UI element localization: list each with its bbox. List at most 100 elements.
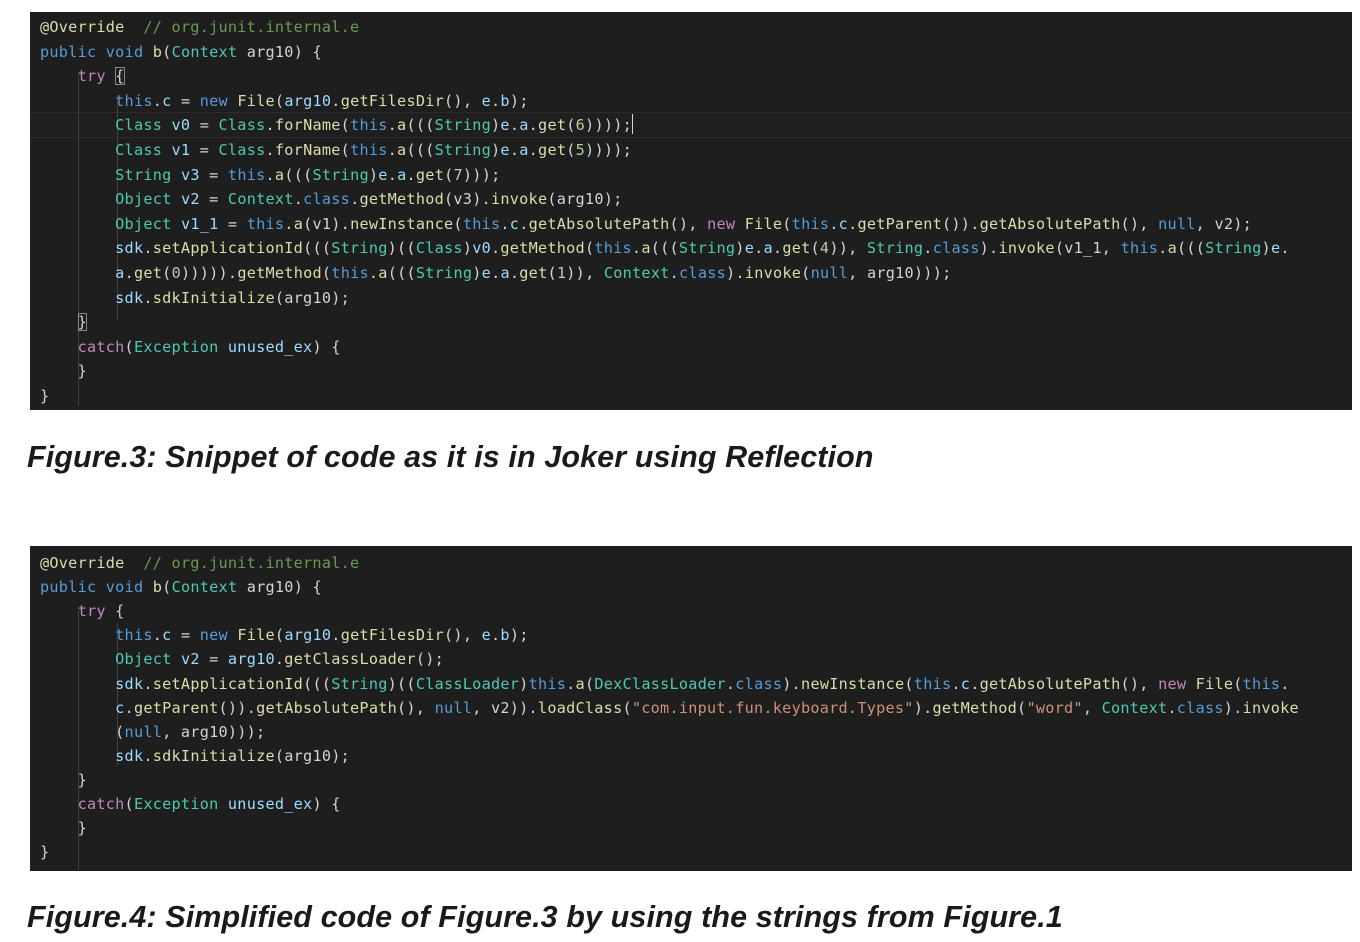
code-token: v2 bbox=[180, 650, 200, 669]
code-token: = bbox=[190, 141, 219, 159]
code-line: public void b(Context arg10) { bbox=[40, 41, 322, 65]
code-token: ) bbox=[491, 141, 501, 159]
code-token bbox=[162, 141, 171, 159]
code-token bbox=[172, 190, 181, 208]
code-token: = bbox=[171, 626, 200, 645]
code-token bbox=[40, 650, 115, 668]
code-token: Context bbox=[1101, 698, 1168, 717]
indent-guide bbox=[78, 610, 79, 870]
code-token bbox=[735, 215, 744, 233]
code-token: ) bbox=[1261, 239, 1271, 258]
code-token: } bbox=[40, 819, 87, 838]
code-token bbox=[40, 795, 78, 813]
code-token: , v2)). bbox=[472, 698, 538, 717]
code-token: sdk bbox=[115, 239, 144, 258]
code-token: ( bbox=[340, 116, 351, 135]
code-token bbox=[40, 264, 115, 282]
code-token: this bbox=[791, 214, 830, 233]
code-token: void bbox=[105, 42, 144, 61]
code-token: a bbox=[115, 264, 125, 282]
code-token: (), bbox=[669, 214, 708, 233]
code-token: . bbox=[143, 746, 153, 765]
code-token: c bbox=[509, 214, 520, 233]
code-token: ClassLoader bbox=[415, 674, 520, 693]
code-token: (arg10); bbox=[274, 746, 351, 765]
code-token: ((( bbox=[406, 116, 435, 135]
code-token: null bbox=[434, 698, 473, 717]
code-token: )(( bbox=[387, 674, 416, 693]
figure-3-caption: Figure.3: Snippet of code as it is in Jo… bbox=[27, 440, 874, 474]
code-token: sdkInitialize bbox=[152, 746, 275, 765]
code-token: a bbox=[519, 116, 529, 135]
code-token: this bbox=[913, 674, 952, 693]
code-token: e bbox=[1270, 239, 1281, 258]
code-token: catch bbox=[77, 337, 125, 356]
code-token: ((( bbox=[284, 165, 313, 184]
code-token: , arg10))); bbox=[848, 264, 952, 282]
code-token: String bbox=[866, 239, 924, 258]
code-token: (v1). bbox=[303, 214, 351, 233]
code-token: invoke bbox=[1242, 698, 1299, 717]
code-token: String bbox=[415, 264, 473, 282]
code-token: , bbox=[1082, 698, 1102, 717]
code-token: . bbox=[772, 239, 783, 258]
code-token: (arg10); bbox=[547, 190, 623, 209]
code-token: . bbox=[265, 165, 275, 184]
code-token: . bbox=[143, 239, 153, 258]
code-token: { bbox=[105, 602, 125, 621]
code-token bbox=[219, 338, 228, 356]
code-token: )), bbox=[829, 239, 867, 258]
code-token: (arg10); bbox=[274, 288, 351, 307]
code-token bbox=[40, 626, 115, 644]
code-token: b bbox=[152, 578, 163, 597]
code-token bbox=[125, 18, 144, 36]
code-token bbox=[40, 67, 78, 85]
code-token: String bbox=[434, 141, 492, 159]
code-line: catch(Exception unused_ex) { bbox=[40, 793, 341, 817]
code-token: String bbox=[331, 674, 388, 693]
code-token: setApplicationId bbox=[152, 239, 304, 258]
code-line: sdk.setApplicationId(((String)((Class)v0… bbox=[40, 237, 1290, 261]
code-token: } bbox=[40, 770, 87, 789]
code-token: Class bbox=[218, 116, 266, 135]
code-token: } bbox=[40, 843, 50, 862]
code-token: (), bbox=[1120, 674, 1159, 693]
code-line: Class v1 = Class.forName(this.a(((String… bbox=[40, 139, 632, 163]
code-token: 7 bbox=[453, 165, 463, 184]
code-token: ( bbox=[547, 264, 557, 282]
code-token: (v3). bbox=[444, 190, 491, 209]
code-token: ( bbox=[810, 239, 820, 258]
code-token: @Override bbox=[40, 554, 125, 572]
code-line: sdk.sdkInitialize(arg10); bbox=[40, 287, 350, 311]
code-token: this bbox=[1242, 674, 1281, 693]
code-line: (null, arg10))); bbox=[40, 721, 265, 745]
code-token: ( bbox=[584, 239, 595, 258]
code-token bbox=[96, 43, 105, 61]
indent-guide bbox=[117, 98, 118, 320]
code-token: ) bbox=[368, 165, 379, 184]
code-token: . bbox=[331, 626, 341, 645]
code-token: . bbox=[528, 141, 539, 159]
code-token: // org.junit.internal.e bbox=[143, 18, 360, 36]
code-token: forName bbox=[274, 141, 341, 159]
code-line: Object v2 = Context.class.getMethod(v3).… bbox=[40, 188, 623, 212]
code-token bbox=[172, 166, 181, 184]
code-token: try bbox=[77, 67, 106, 86]
code-token: . bbox=[829, 214, 839, 233]
code-token: c bbox=[838, 214, 849, 233]
code-token bbox=[143, 578, 152, 596]
code-token: get bbox=[538, 141, 567, 159]
code-token: arg10 bbox=[284, 626, 332, 645]
code-token: ( bbox=[40, 722, 125, 741]
code-line: Object v2 = arg10.getClassLoader(); bbox=[40, 648, 444, 672]
code-token: sdkInitialize bbox=[152, 288, 275, 307]
code-token: ( bbox=[566, 141, 576, 159]
code-token bbox=[40, 699, 115, 717]
code-token: getAbsolutePath bbox=[256, 698, 397, 717]
text-caret bbox=[632, 114, 634, 135]
code-token: arg10) { bbox=[237, 578, 322, 597]
code-token: this bbox=[115, 626, 153, 645]
code-token: get bbox=[415, 165, 445, 184]
code-token: ( bbox=[444, 165, 454, 184]
